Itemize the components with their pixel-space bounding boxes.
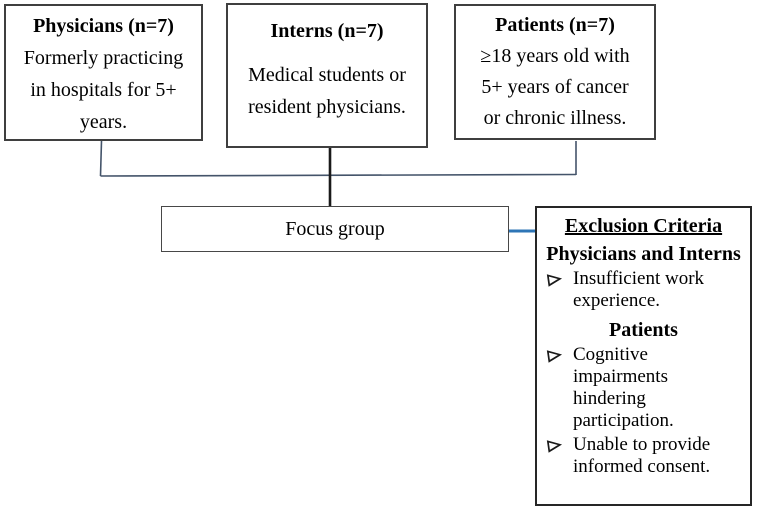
exclusion-item: Insufficient work experience.: [546, 268, 741, 312]
patients-box-text-line: 5+ years of cancer: [481, 76, 629, 98]
focus-group-box: Focus group: [161, 206, 509, 252]
physicians-to-bus-connector: [99, 140, 103, 177]
arrowhead-right-icon: [546, 434, 573, 453]
interns-box-text-line: resident physicians.: [248, 96, 406, 118]
exclusion-item: Cognitive impairments hindering particip…: [546, 344, 741, 432]
exclusion-criteria-box: Exclusion Criteria Physicians and Intern…: [535, 206, 752, 506]
exclusion-criteria-title: Exclusion Criteria: [564, 215, 723, 237]
exclusion-item: Unable to provide informed consent.: [546, 434, 741, 478]
interns-box: Interns (n=7) Medical students or reside…: [226, 3, 428, 148]
physicians-box-text-line: years.: [79, 111, 128, 133]
interns-box-text-line: Medical students or: [248, 64, 406, 86]
bus-horizontal-connector: [100, 173, 577, 177]
arrowhead-right-icon: [546, 344, 573, 363]
arrowhead-right-icon: [546, 268, 573, 287]
physicians-box-text-line: Formerly practicing: [23, 47, 184, 69]
patients-box-text-line: ≥18 years old with: [480, 45, 630, 67]
exclusion-section-heading-physicians-interns: Physicians and Interns: [546, 243, 741, 265]
physicians-box: Physicians (n=7) Formerly practicing in …: [4, 4, 203, 141]
exclusion-item-text: Insufficient work experience.: [573, 268, 705, 311]
patients-box-text-line: or chronic illness.: [483, 107, 627, 129]
exclusion-item-text: Unable to provide informed consent.: [573, 434, 711, 477]
patients-box-title: Patients (n=7): [495, 14, 615, 36]
physicians-box-title: Physicians (n=7): [33, 15, 174, 37]
focus-group-label: Focus group: [285, 217, 385, 240]
interns-box-title: Interns (n=7): [270, 20, 384, 42]
patients-box: Patients (n=7) ≥18 years old with 5+ yea…: [454, 4, 656, 140]
exclusion-section-heading-patients: Patients: [609, 319, 678, 341]
physicians-box-text-line: in hospitals for 5+: [30, 79, 177, 101]
exclusion-item-text: Cognitive impairments hindering particip…: [573, 344, 674, 431]
